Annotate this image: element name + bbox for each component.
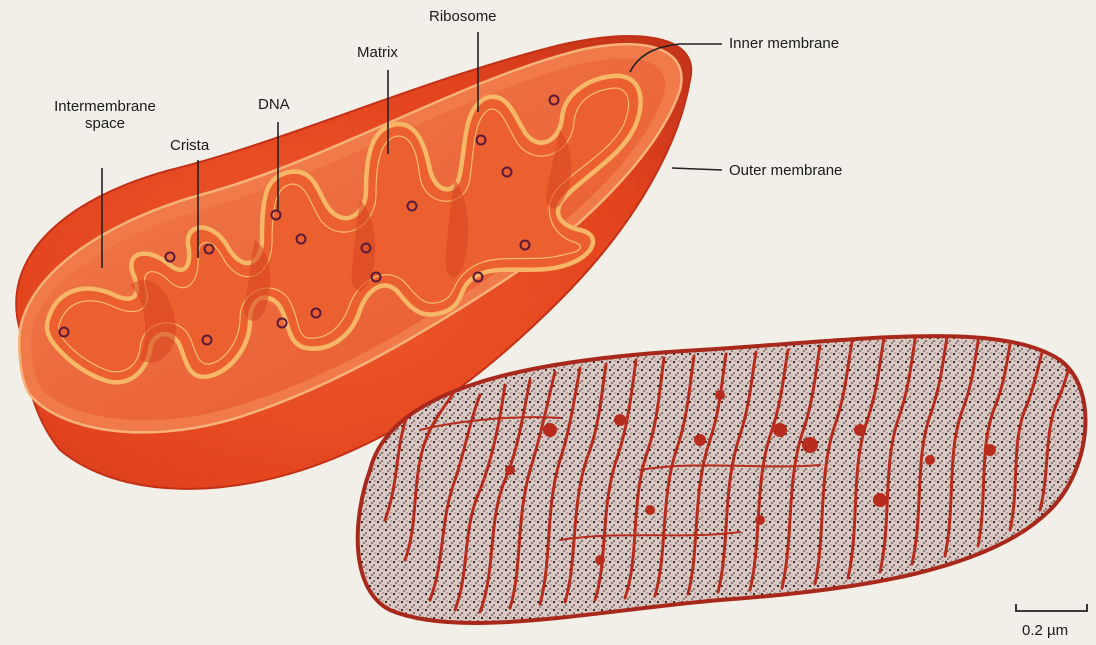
scale-bar-label: 0.2 µm xyxy=(1022,622,1068,639)
leader-outer-membrane xyxy=(672,168,722,170)
label-dna: DNA xyxy=(258,96,290,113)
label-inner-membrane: Inner membrane xyxy=(729,35,839,52)
label-outer-membrane: Outer membrane xyxy=(729,162,842,179)
scale-bar xyxy=(1016,604,1087,611)
label-intermembrane-space: Intermembrane space xyxy=(30,98,180,132)
label-crista: Crista xyxy=(170,137,209,154)
label-ribosome: Ribosome xyxy=(429,8,497,25)
label-matrix: Matrix xyxy=(357,44,398,61)
